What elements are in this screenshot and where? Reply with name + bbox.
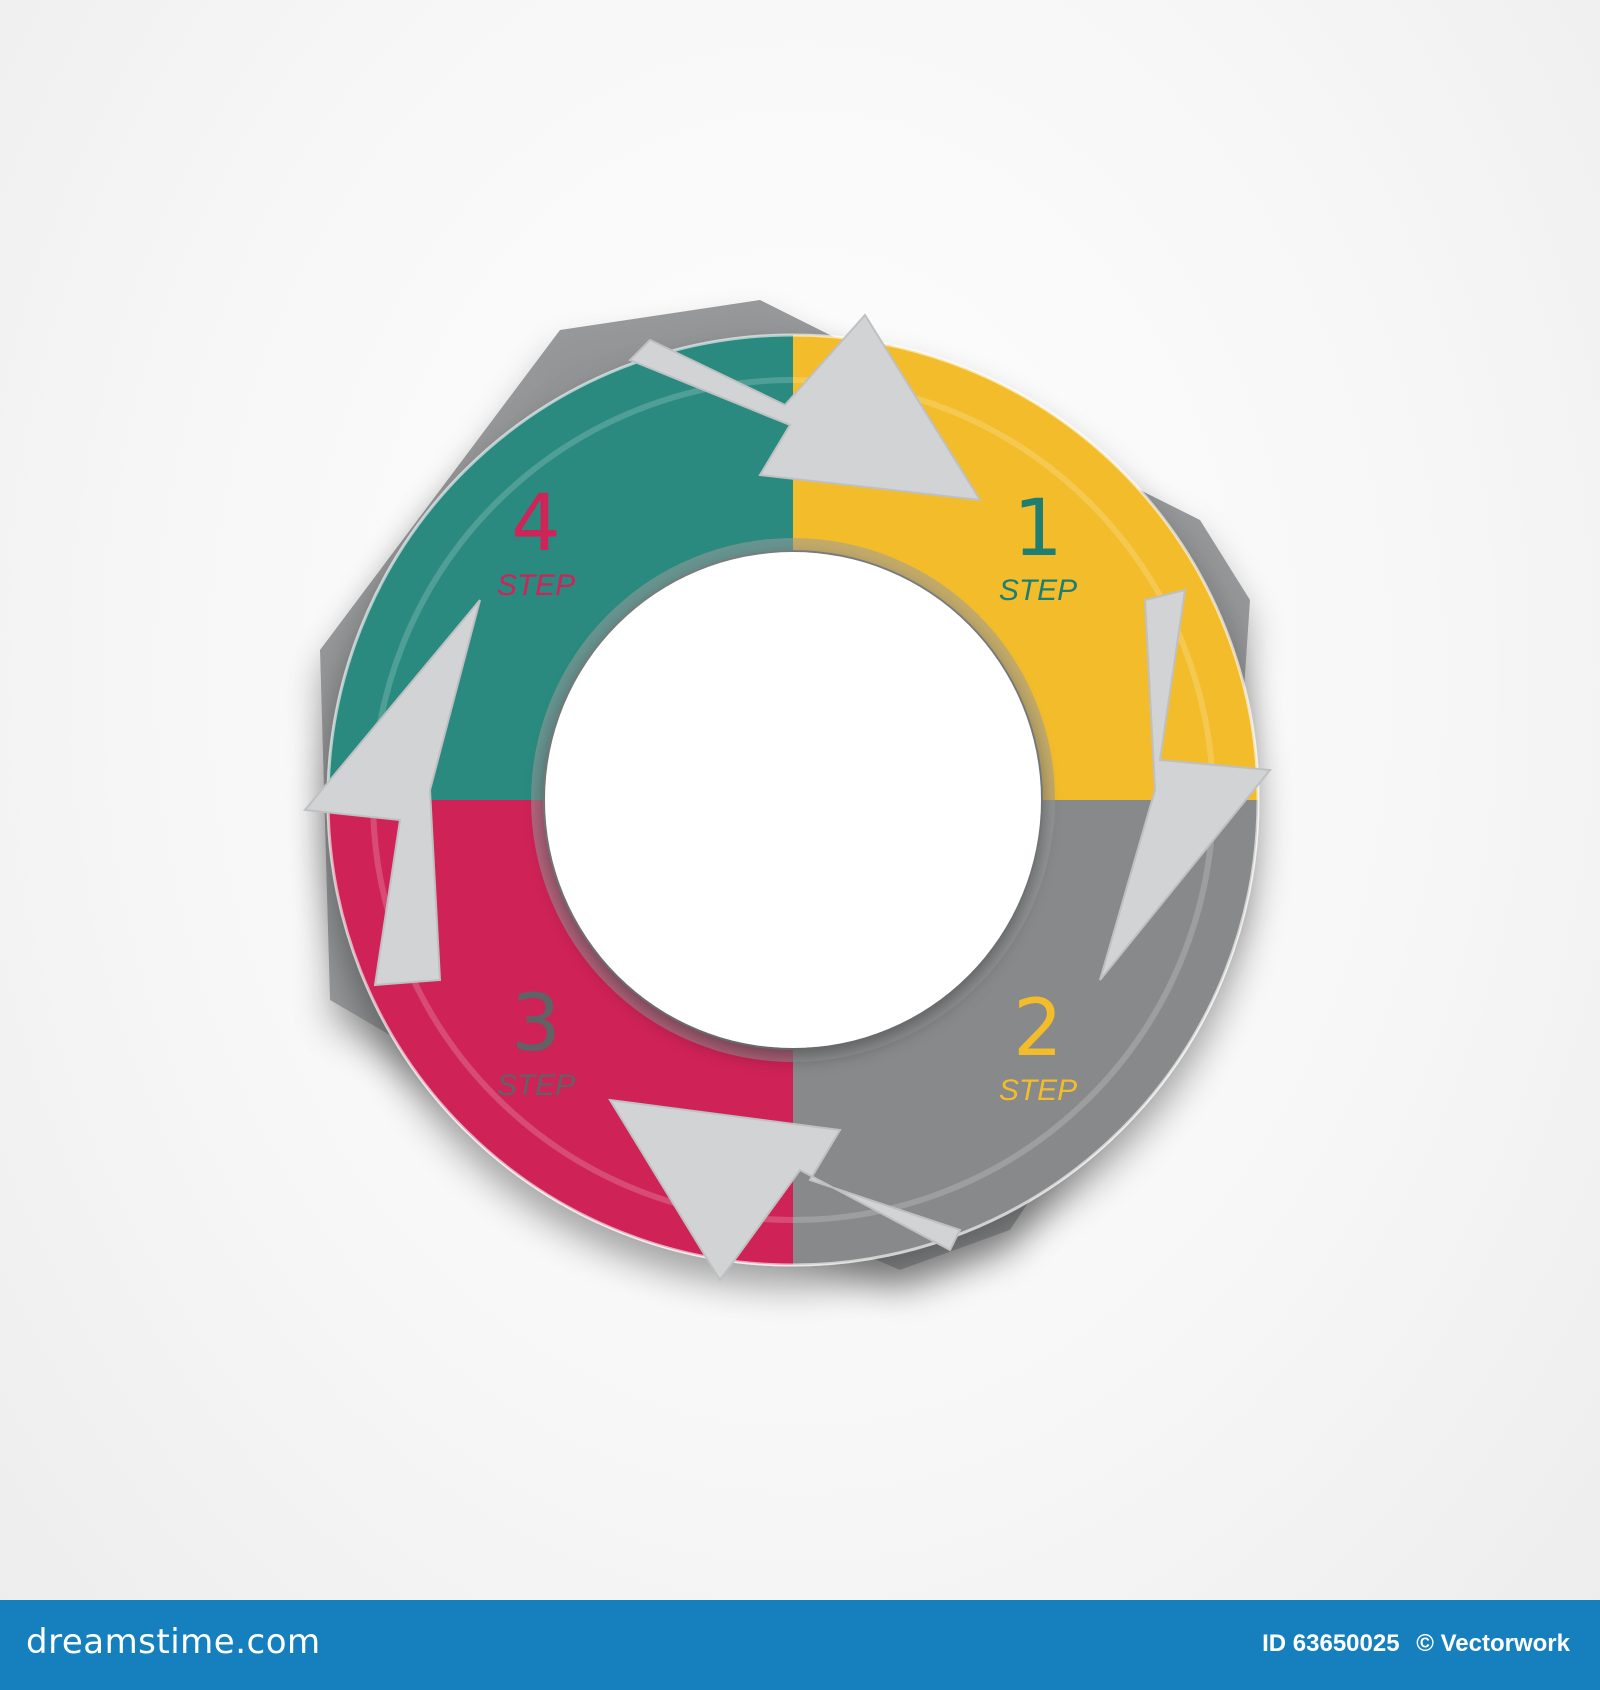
arrow-3-to-4 xyxy=(303,599,481,987)
step-3-number: 3 xyxy=(511,979,561,1069)
arrow-1-to-2 xyxy=(1099,588,1272,981)
cycle-arrows xyxy=(303,313,1272,1282)
step-1-number: 1 xyxy=(1013,484,1063,574)
arrow-2-to-3 xyxy=(608,1098,962,1282)
image-id: ID 63650025 xyxy=(1262,1630,1400,1657)
step-4-number: 4 xyxy=(511,479,561,569)
step-3-label: STEP xyxy=(497,1069,575,1102)
step-2-label: STEP xyxy=(999,1074,1077,1107)
step-2-number: 2 xyxy=(1013,984,1063,1074)
step-cycle-diagram: 1 STEP 2 STEP 3 STEP 4 STEP xyxy=(303,300,1272,1282)
author-credit: © Vectorwork xyxy=(1416,1630,1570,1657)
step-4-label: STEP xyxy=(497,569,575,602)
step-1-label: STEP xyxy=(999,574,1077,607)
watermark-brand: dreamstime.com xyxy=(26,1622,321,1662)
watermark-bar: dreamstime.com ID 63650025 © Vectorwork xyxy=(0,1600,1600,1690)
step-labels: 1 STEP 2 STEP 3 STEP 4 STEP xyxy=(497,479,1077,1107)
watermark-credit: ID 63650025 © Vectorwork xyxy=(1252,1630,1570,1658)
arrow-4-to-1 xyxy=(628,313,982,502)
center-circle xyxy=(531,538,1055,1062)
